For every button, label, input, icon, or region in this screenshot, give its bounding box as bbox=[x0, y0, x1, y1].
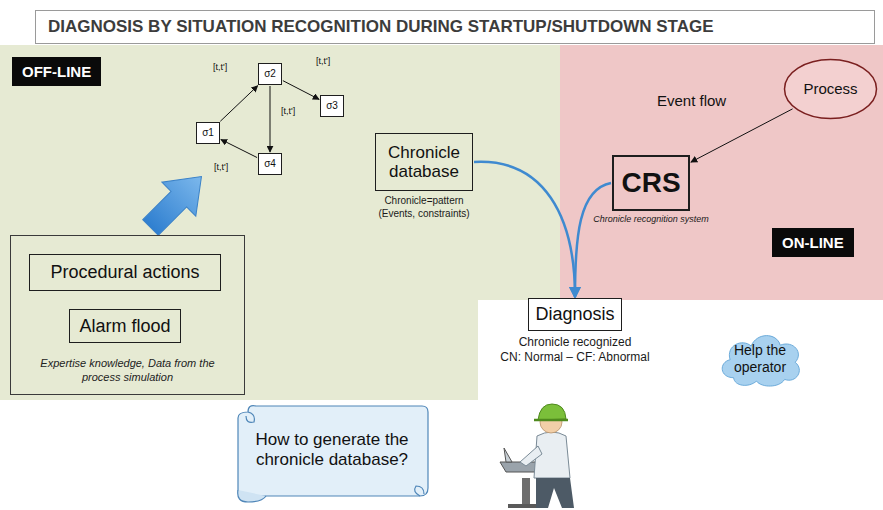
database-box: Chronicle databaseChronicle=pattern (Eve… bbox=[375, 133, 473, 191]
transition-arrow bbox=[691, 109, 793, 162]
box-label: Alarm flood bbox=[79, 316, 170, 336]
edge-label: Event flow bbox=[656, 92, 727, 110]
diagnosis-box: DiagnosisChronicle recognizedCN: Normal … bbox=[528, 298, 622, 331]
box-caption: Chronicle recognized bbox=[480, 335, 670, 350]
edge-label: [t,t'] bbox=[213, 162, 229, 173]
box-label: σ1 bbox=[202, 127, 214, 138]
transition-arrow bbox=[220, 86, 257, 122]
edge-label: [t,t'] bbox=[280, 106, 296, 117]
ellipse-label: Process bbox=[803, 80, 857, 98]
operator-figure bbox=[500, 404, 574, 508]
cloud-label: Help the operator bbox=[724, 342, 796, 376]
state-box: σ2 bbox=[258, 63, 282, 85]
box-label: σ2 bbox=[264, 68, 276, 79]
box-label: Diagnosis bbox=[535, 304, 614, 324]
transition-arrow bbox=[221, 139, 257, 157]
source-box: Procedural actions bbox=[29, 254, 221, 291]
region-label: OFF-LINE bbox=[12, 57, 101, 86]
caption-group: Chronicle recognizedCN: Normal – CF: Abn… bbox=[480, 335, 670, 365]
caption-group: Chronicle=pattern (Events, constraints) bbox=[369, 195, 479, 220]
box-label: σ3 bbox=[326, 100, 338, 111]
help-cloud: Help the operator bbox=[716, 328, 804, 388]
crs-box: CRSChronicle recognition system bbox=[612, 155, 690, 211]
box-caption: Chronicle recognition system bbox=[581, 214, 721, 225]
process-ellipse: Process bbox=[783, 58, 878, 120]
region-label: ON-LINE bbox=[772, 228, 854, 257]
frame-caption: Expertise knowledge, Data from the proce… bbox=[31, 356, 224, 384]
box-label: σ4 bbox=[264, 158, 276, 169]
edge-label: [t,t'] bbox=[212, 62, 228, 73]
offline-region: OFF-LINE σ1 σ2 σ3 σ4Expertise knowledge, Dat… bbox=[0, 45, 560, 400]
flow-connector bbox=[575, 183, 611, 297]
scroll-label: How to generate the chronicle database? bbox=[247, 430, 417, 471]
state-box: σ1 bbox=[196, 122, 220, 144]
transition-arrow bbox=[270, 86, 271, 152]
box-label: Chronicle database bbox=[376, 143, 472, 181]
box-label: CRS bbox=[621, 167, 680, 198]
diagram-title: DIAGNOSIS BY SITUATION RECOGNITION DURIN… bbox=[48, 17, 714, 37]
online-region: ON-LINEProcessCRSChronicle recognition s… bbox=[560, 45, 883, 300]
caption-group: Chronicle recognition system bbox=[581, 214, 721, 225]
state-box: σ3 bbox=[320, 95, 344, 117]
title-box: DIAGNOSIS BY SITUATION RECOGNITION DURIN… bbox=[35, 10, 875, 44]
big-arrow bbox=[134, 160, 219, 245]
knowledge-frame: Expertise knowledge, Data from the proce… bbox=[10, 235, 245, 395]
edge-label: [t,t'] bbox=[315, 56, 331, 67]
source-box: Alarm flood bbox=[69, 309, 181, 343]
state-box: σ4 bbox=[258, 153, 282, 175]
box-caption: CN: Normal – CF: Abnormal bbox=[480, 350, 670, 365]
flow-connector bbox=[474, 162, 575, 297]
transition-arrow bbox=[283, 81, 319, 100]
question-scroll: How to generate the chronicle database? bbox=[232, 402, 432, 506]
box-label: Procedural actions bbox=[50, 262, 199, 282]
box-caption: Chronicle=pattern (Events, constraints) bbox=[369, 195, 479, 220]
